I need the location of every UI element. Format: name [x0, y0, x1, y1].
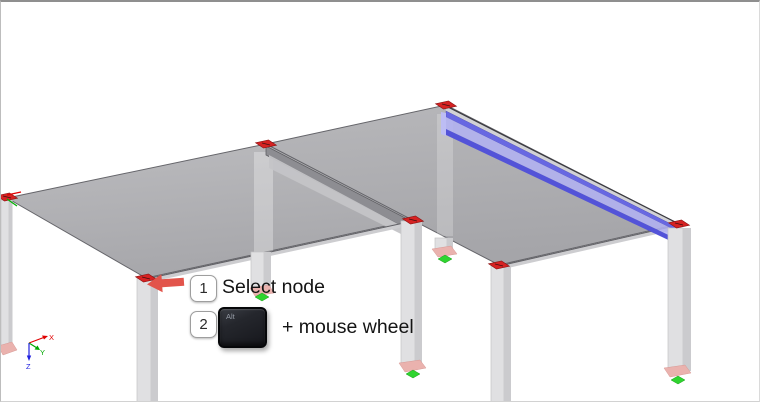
column[interactable] — [136, 277, 158, 401]
column-base — [398, 359, 427, 373]
column-base — [663, 364, 692, 378]
node-cross — [261, 142, 271, 146]
view-axes-icon: X Y Z — [26, 333, 54, 371]
node-cross — [2, 195, 12, 199]
column[interactable] — [1, 199, 13, 349]
slab-edge — [146, 221, 413, 283]
selected-beam-end-cap — [441, 112, 446, 136]
alt-keycap-icon: Alt — [218, 307, 267, 348]
support-marker[interactable] — [405, 369, 421, 379]
node-cross — [441, 103, 451, 107]
support-marker[interactable] — [670, 375, 686, 385]
arrow-head — [146, 274, 163, 294]
column[interactable] — [490, 265, 511, 401]
node-marker[interactable] — [1, 192, 19, 202]
node-cross — [408, 218, 418, 222]
arrow-body — [159, 277, 185, 288]
axis-y-label: Y — [40, 348, 45, 357]
slab-edge-line — [145, 220, 414, 280]
node-cross — [494, 263, 504, 267]
slab-edge — [499, 225, 679, 270]
column[interactable] — [250, 251, 271, 291]
step-2-badge: 2 — [190, 311, 217, 338]
selected-beam-bottom-flange[interactable] — [446, 129, 679, 245]
step-2-label: + mouse wheel — [282, 316, 414, 338]
column-base — [1, 341, 18, 356]
origin-triad-icon — [6, 191, 22, 207]
step-1-number: 1 — [199, 280, 208, 297]
node-cross — [141, 276, 151, 280]
selected-beam-web[interactable] — [446, 117, 679, 240]
column-base — [249, 284, 275, 297]
column-through-slab-highlight — [437, 114, 453, 236]
node-cross — [674, 222, 684, 226]
step-1-badge: 1 — [190, 275, 217, 302]
axis-x-label: X — [49, 333, 54, 342]
selected-beam-top-edge — [445, 105, 680, 225]
selected-beam[interactable] — [441, 105, 680, 245]
step-2-number: 2 — [199, 316, 208, 333]
alt-keycap-label: Alt — [226, 312, 235, 321]
column-through-slab-highlight — [254, 152, 273, 252]
column[interactable] — [667, 227, 691, 372]
axis-z-label: Z — [26, 362, 31, 371]
column-base — [431, 245, 458, 258]
step-1-label: Select node — [222, 276, 325, 298]
support-marker[interactable] — [254, 292, 270, 302]
selected-beam-slab-edge — [446, 106, 679, 228]
support-marker[interactable] — [437, 254, 453, 264]
ridge-beam-side-face — [269, 155, 413, 240]
column[interactable] — [400, 220, 422, 366]
slab-edge-line — [498, 224, 680, 267]
select-node-arrow-icon — [146, 272, 185, 295]
